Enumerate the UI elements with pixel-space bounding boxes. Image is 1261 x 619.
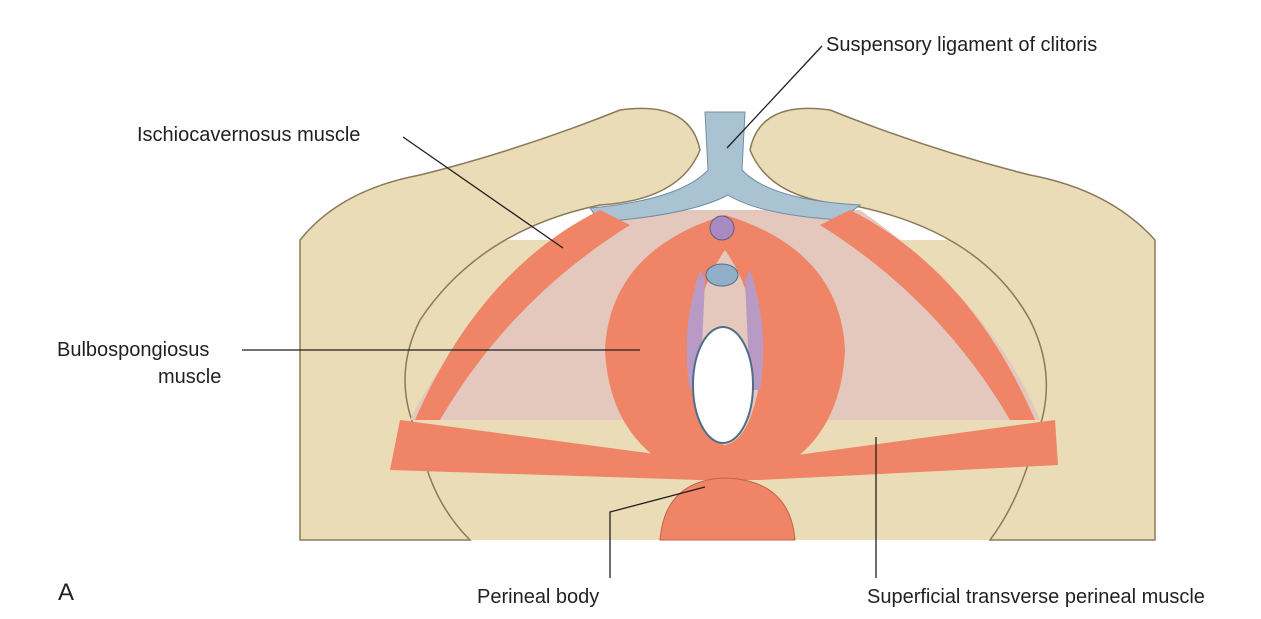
label-bulbospongiosus-line1: Bulbospongiosus bbox=[57, 339, 210, 361]
anal-sphincter bbox=[659, 477, 796, 541]
label-superficial-transverse: Superficial transverse perineal muscle bbox=[867, 586, 1205, 608]
leader-perineal-body bbox=[609, 486, 706, 578]
leader-suspensory bbox=[726, 45, 823, 149]
label-suspensory-ligament: Suspensory ligament of clitoris bbox=[826, 34, 1098, 56]
leader-ischiocavernosus bbox=[402, 136, 564, 249]
vaginal-orifice bbox=[692, 326, 754, 444]
label-bulbospongiosus-line2: muscle bbox=[158, 366, 222, 388]
bulbospongiosus-muscle bbox=[605, 215, 845, 480]
suspensory-ligament bbox=[589, 111, 862, 223]
clitoris bbox=[709, 215, 735, 241]
label-ischiocavernosus: Ischiocavernosus muscle bbox=[137, 124, 361, 146]
superficial-transverse-muscle bbox=[390, 420, 1058, 480]
urethral-orifice bbox=[705, 263, 739, 287]
figure-letter: A bbox=[58, 579, 75, 606]
ischiocavernosus-left bbox=[415, 210, 630, 420]
label-perineal-body: Perineal body bbox=[477, 586, 600, 608]
ischiocavernosus-right bbox=[820, 210, 1035, 420]
